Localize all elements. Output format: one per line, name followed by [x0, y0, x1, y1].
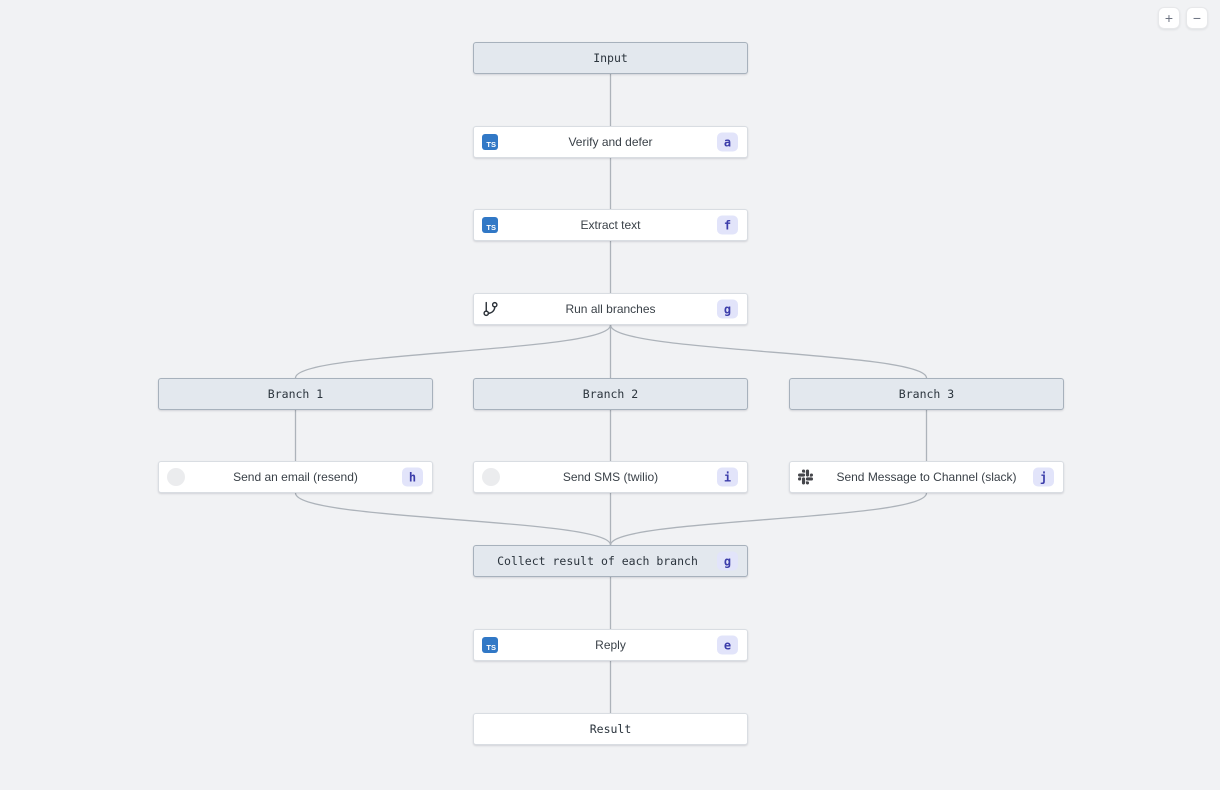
typescript-icon: TS	[482, 637, 498, 653]
node-badge: a	[717, 132, 738, 152]
node-label: Branch 3	[898, 387, 955, 401]
node-badge: g	[717, 551, 738, 571]
node-send-email-resend[interactable]: Send an email (resend) h	[158, 461, 433, 493]
zoom-out-button[interactable]: −	[1186, 7, 1208, 29]
slack-icon	[798, 469, 813, 485]
node-label: Branch 1	[267, 387, 324, 401]
twilio-icon	[482, 468, 500, 486]
node-send-message-slack[interactable]: Send Message to Channel (slack) j	[789, 461, 1064, 493]
node-input[interactable]: Input	[473, 42, 748, 74]
zoom-controls: + −	[1158, 7, 1208, 29]
node-label: Collect result of each branch	[497, 554, 698, 568]
edge-slack-collect	[609, 492, 928, 546]
node-badge: f	[717, 215, 738, 235]
git-branch-icon	[483, 301, 498, 317]
node-label: Send SMS (twilio)	[562, 470, 659, 484]
node-reply[interactable]: TS Reply e	[473, 629, 748, 661]
plus-icon: +	[1164, 10, 1174, 26]
node-collect-result[interactable]: Collect result of each branch g	[473, 545, 748, 577]
node-label: Result	[589, 722, 632, 736]
node-badge: g	[717, 299, 738, 319]
node-label: Input	[593, 51, 628, 65]
resend-icon	[167, 468, 185, 486]
edge-run-branch1	[294, 324, 612, 379]
node-label: Send an email (resend)	[233, 470, 358, 484]
node-badge: i	[717, 467, 738, 487]
node-label: Extract text	[580, 218, 641, 232]
node-extract-text[interactable]: TS Extract text f	[473, 209, 748, 241]
typescript-icon: TS	[482, 134, 498, 150]
node-label: Verify and defer	[568, 135, 653, 149]
node-send-sms-twilio[interactable]: Send SMS (twilio) i	[473, 461, 748, 493]
edge-run-branch3	[609, 324, 928, 379]
node-branch-3[interactable]: Branch 3	[789, 378, 1064, 410]
node-label: Reply	[595, 638, 626, 652]
node-label: Send Message to Channel (slack)	[836, 470, 1017, 484]
node-label: Branch 2	[582, 387, 639, 401]
node-badge: j	[1033, 467, 1054, 487]
minus-icon: −	[1192, 10, 1202, 26]
node-badge: h	[402, 467, 423, 487]
node-result[interactable]: Result	[473, 713, 748, 745]
node-run-all-branches[interactable]: Run all branches g	[473, 293, 748, 325]
node-branch-2[interactable]: Branch 2	[473, 378, 748, 410]
zoom-in-button[interactable]: +	[1158, 7, 1180, 29]
node-verify-and-defer[interactable]: TS Verify and defer a	[473, 126, 748, 158]
edge-email-collect	[294, 492, 612, 546]
node-label: Run all branches	[565, 302, 656, 316]
node-branch-1[interactable]: Branch 1	[158, 378, 433, 410]
typescript-icon: TS	[482, 217, 498, 233]
node-badge: e	[717, 635, 738, 655]
